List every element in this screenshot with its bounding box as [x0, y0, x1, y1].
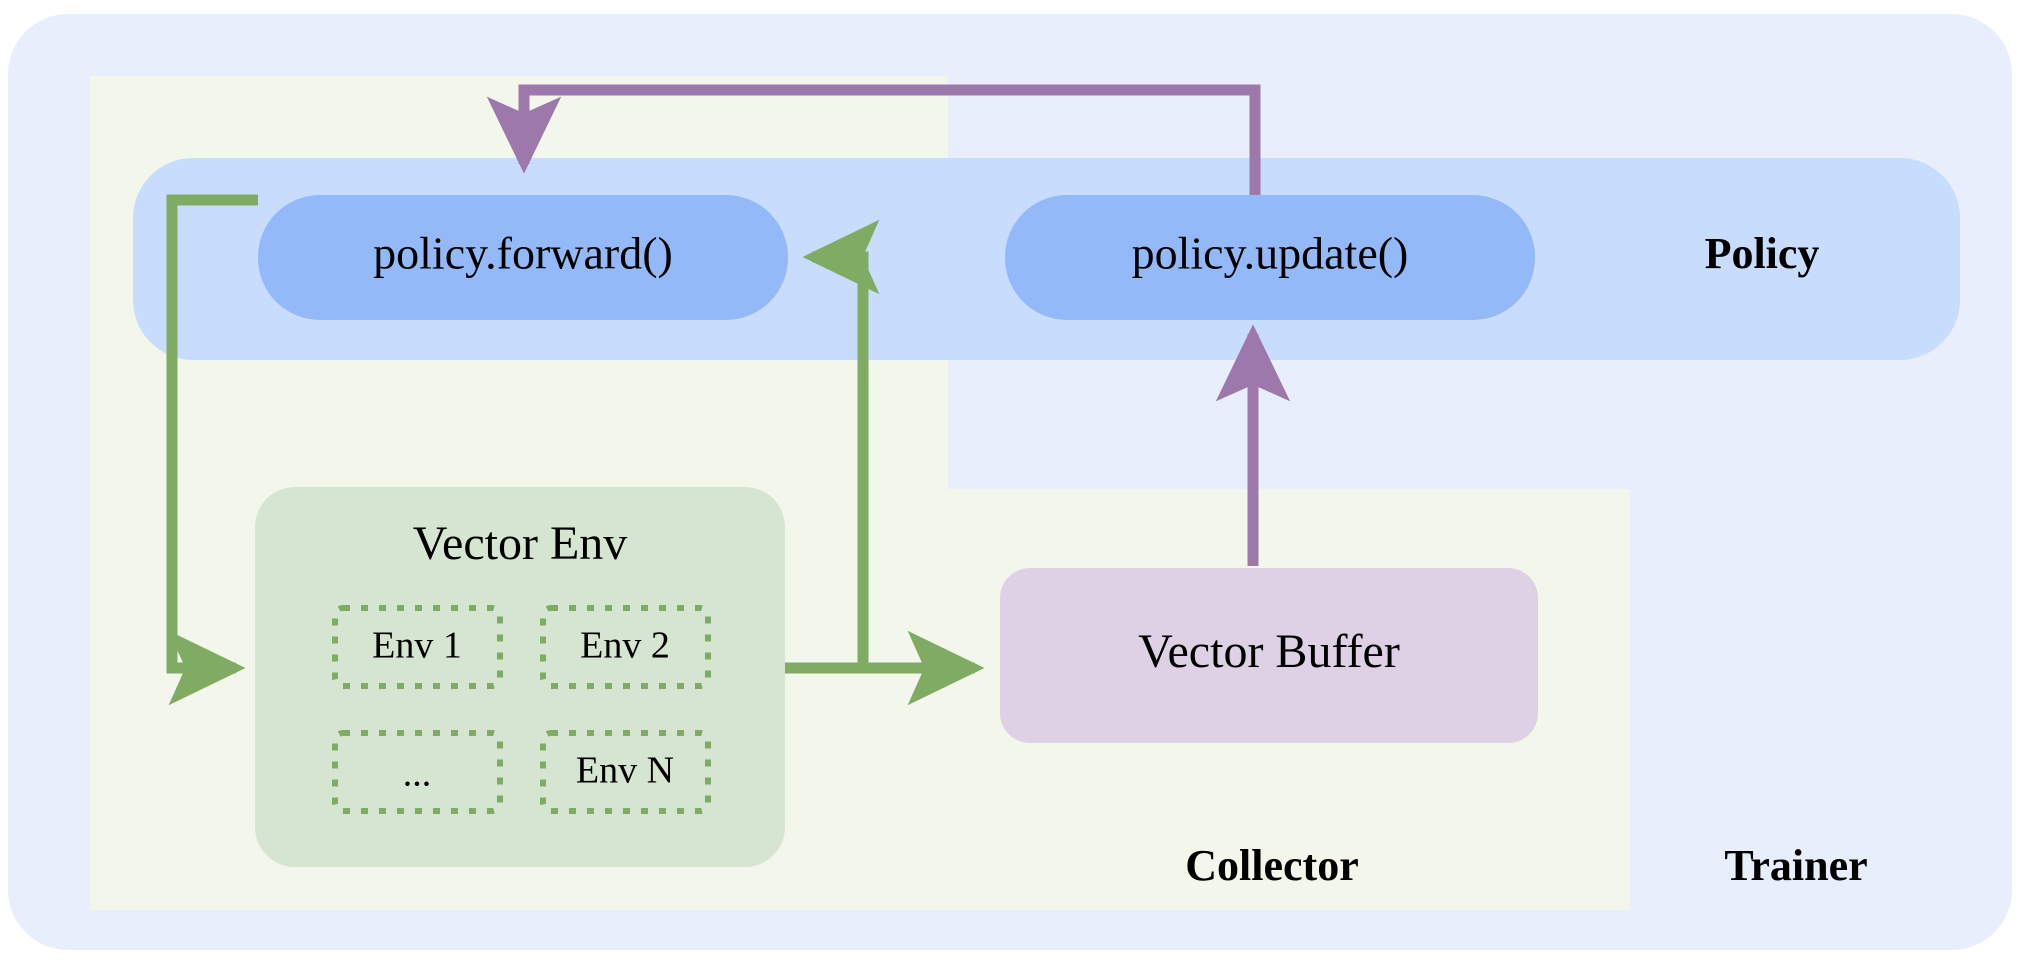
collector-label: Collector: [1185, 841, 1358, 890]
env-1-border: [332, 605, 503, 689]
env-cell-env-2[interactable]: Env 2: [540, 605, 711, 689]
env-1-label: Env 1: [372, 625, 462, 667]
env-2-label: Env 2: [580, 625, 670, 667]
env-cell-env-ellipsis[interactable]: ...: [332, 730, 503, 814]
observation-arrow: [802, 219, 880, 668]
env-n-border: [540, 730, 711, 814]
weights-arrow: [486, 84, 1261, 195]
env-n-label: Env N: [576, 750, 674, 792]
vector-buffer-box[interactable]: [1000, 568, 1538, 743]
policy-label: Policy: [1705, 229, 1820, 278]
policy-forward-box[interactable]: [258, 195, 788, 320]
edge-env-to-forward: [802, 219, 880, 668]
node-vector-env[interactable]: Vector Env Env 1 Env 2 ... Env N: [255, 487, 785, 867]
policy-update-label: policy.update(): [1132, 228, 1409, 279]
edge-forward-to-env: [166, 194, 258, 706]
env-ellipsis-border: [332, 730, 503, 814]
trainer-label: Trainer: [1724, 841, 1867, 890]
node-vector-buffer[interactable]: Vector Buffer: [1000, 568, 1538, 743]
action-arrow: [166, 194, 258, 706]
env-cell-env-1[interactable]: Env 1: [332, 605, 503, 689]
vector-buffer-label: Vector Buffer: [1138, 625, 1400, 678]
vector-env-box[interactable]: [255, 487, 785, 867]
node-policy-update[interactable]: policy.update(): [1005, 195, 1535, 320]
policy-forward-label: policy.forward(): [373, 228, 673, 279]
env-2-border: [540, 605, 711, 689]
policy-update-box[interactable]: [1005, 195, 1535, 320]
env-ellipsis-label: ...: [403, 753, 432, 795]
env-cell-env-n[interactable]: Env N: [540, 730, 711, 814]
vector-env-label: Vector Env: [413, 517, 628, 570]
edge-update-to-forward: [486, 84, 1261, 195]
node-policy-forward[interactable]: policy.forward(): [258, 195, 788, 320]
